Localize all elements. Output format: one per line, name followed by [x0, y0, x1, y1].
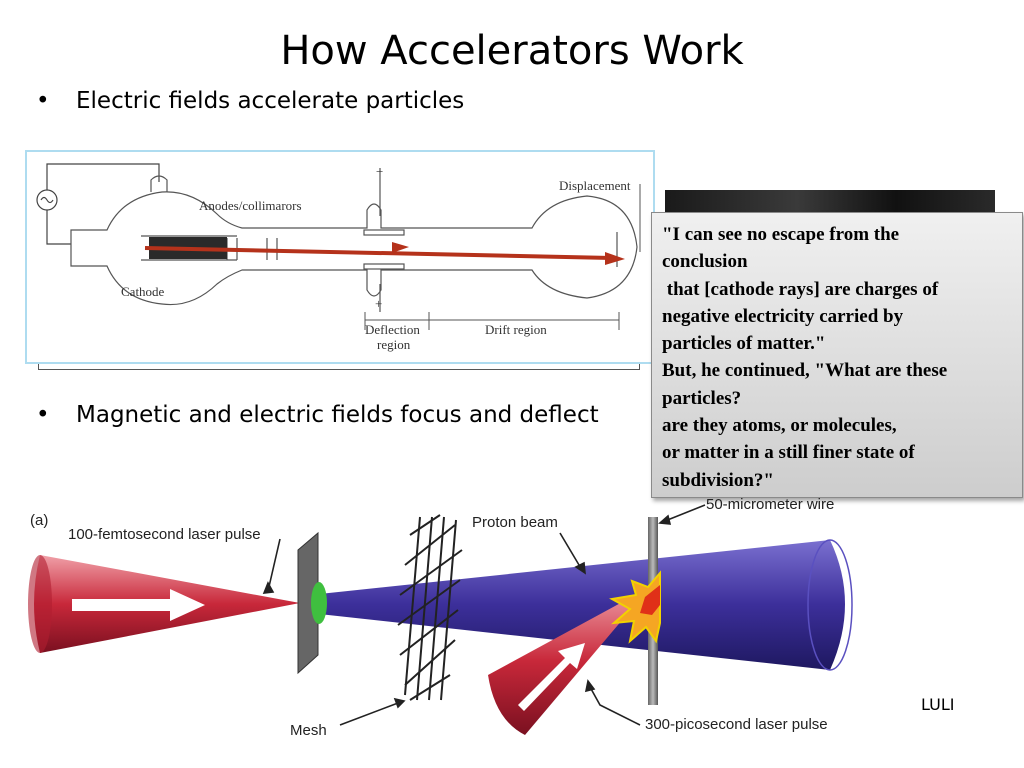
quote-line: "I can see no escape from the	[662, 224, 900, 245]
wire-label: 50-micrometer wire	[706, 496, 834, 513]
quote-line: conclusion	[662, 251, 748, 273]
region-dimensions	[364, 184, 641, 330]
bullet-text: Electric fields accelerate particles	[76, 88, 465, 114]
leader-arrows	[262, 504, 706, 726]
picosecond-direction-arrow	[518, 643, 585, 711]
quote-line: But, he continued, "What are these	[662, 360, 948, 382]
quote-line: are they atoms, or molecules,	[662, 415, 897, 437]
panel-label: (a)	[30, 512, 48, 529]
bullet-marker: •	[36, 402, 50, 428]
anodes-label: Anodes/collimarors	[199, 198, 302, 213]
image-credit: LULI	[921, 695, 955, 714]
picosecond-laser-label: 300-picosecond laser pulse	[645, 716, 828, 733]
minus-label: −	[376, 164, 383, 179]
crt-diagram: Anodes/collimarors Cathode Displacement …	[25, 150, 655, 364]
deflection-label: Deflection	[365, 322, 420, 337]
quote-line: or matter in a still finer state of	[662, 442, 915, 464]
impact-core	[640, 585, 660, 615]
proton-beam-end	[807, 539, 853, 671]
plus-label: +	[375, 296, 382, 311]
green-spot	[311, 582, 327, 624]
quote-line: particles?	[662, 387, 742, 409]
electron-beam-arrow	[144, 242, 625, 265]
mesh-label: Mesh	[290, 722, 327, 739]
displacement-label: Displacement	[559, 178, 631, 193]
deflection-region-label: region	[377, 337, 411, 352]
quote-line: that [cathode rays] are charges of	[662, 278, 939, 300]
ac-source	[36, 163, 160, 245]
cathode-label: Cathode	[121, 284, 165, 299]
quote-line: subdivision?"	[662, 469, 774, 491]
laser-proton-diagram: (a) 100-femtosecond laser pulse Proton b…	[28, 496, 853, 739]
foil-target	[297, 531, 319, 675]
quote-line: particles of matter."	[662, 333, 826, 355]
bullet-text: Magnetic and electric fields focus and d…	[76, 402, 599, 428]
quote-box: "I can see no escape from the conclusion…	[651, 212, 1023, 498]
mesh-grid	[397, 514, 463, 701]
femtosecond-laser-label: 100-femtosecond laser pulse	[68, 526, 261, 543]
slide-title: How Accelerators Work	[280, 28, 744, 74]
laser-direction-arrow	[72, 589, 205, 621]
proton-beam-cone	[310, 540, 845, 670]
crt-diagram-svg: Anodes/collimarors Cathode Displacement …	[36, 163, 641, 352]
drift-region-label: Drift region	[485, 322, 547, 337]
bullet-marker: •	[36, 88, 50, 114]
proton-beam-label: Proton beam	[472, 514, 558, 531]
laser-cone-end	[28, 555, 52, 653]
quote-line: negative electricity carried by	[662, 305, 904, 327]
impact-flash	[609, 570, 661, 644]
